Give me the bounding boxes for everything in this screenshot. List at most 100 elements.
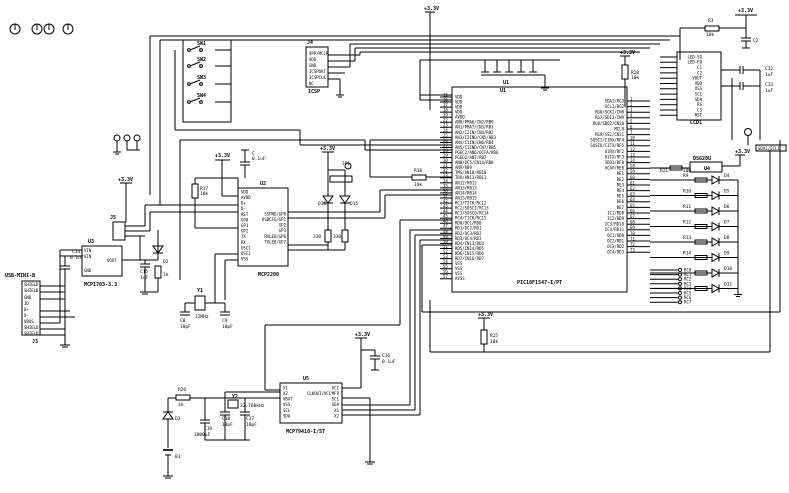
mcu-left-pin-name: VDD: [455, 94, 463, 99]
rtc-supply-label: +3.3V: [355, 332, 370, 338]
u5-left-pin: X2: [283, 391, 288, 396]
u2-left-pin: AVDD: [241, 195, 251, 200]
mcu-u1: PIC18F1547-I/PT U1: [451, 80, 628, 293]
mcu-mclr-pullup: +3.3V R20 10k: [620, 50, 639, 107]
u2-left-pin: RX: [241, 240, 246, 245]
top-supply: +3.3V: [424, 6, 439, 110]
mcu-left-pin-name: RD2/OC3/RD2: [455, 231, 482, 236]
u2-left-pin: GP0: [241, 217, 249, 222]
r17-val: 10k: [200, 191, 208, 197]
c1-ref: C2: [753, 38, 759, 44]
u2-left-pin: GP1: [241, 223, 249, 228]
led-resistor-ref: R11: [683, 204, 691, 210]
rc-pin-pad: [677, 277, 683, 282]
rc-pin-pad: [677, 300, 683, 305]
lcd-pin-name: C1: [697, 65, 702, 70]
u2-supply: +3.3V: [215, 153, 230, 159]
mcu-right-pin-num: 6: [630, 124, 633, 129]
mcu-left-pin-num: 33: [443, 173, 448, 178]
u2-right-pin: TXLED/GP7: [264, 239, 286, 244]
y1-val: 12MHz: [195, 314, 209, 320]
mcu-right-pin-num: 12: [630, 147, 635, 152]
mcu-left-pin-name: AN14/RB14: [455, 190, 477, 195]
mcu-right-pin-name: SOSCO/C1TX/RF5: [590, 143, 624, 148]
u5-left-pin: X1: [283, 385, 288, 390]
icsp-pin-4: ICSPDAT: [309, 69, 326, 74]
rc-pin-label: RC1: [684, 272, 692, 277]
icsp-pin-5: ICSPCLK: [309, 75, 326, 80]
mcu-right-pin-num: 58: [630, 164, 635, 169]
rc-pin-label: RC4: [684, 286, 692, 291]
led-diode: [711, 283, 721, 294]
mcu-left-pin-name: VDD: [455, 105, 463, 110]
u2-ref: U2: [260, 181, 266, 187]
c16-val: 0.1uF: [382, 359, 396, 365]
u3-pin-vin2: VIN: [84, 254, 92, 259]
lcd-caps: C12 1uF C13 1uF: [721, 66, 773, 140]
led-resistor-ref: R10: [683, 189, 691, 195]
led-diode: [711, 221, 721, 232]
mcu-right-pin-name: RE7: [617, 205, 625, 210]
mcu-decoupling: U1: [419, 59, 560, 101]
led-ref: D7: [724, 220, 730, 226]
mcu-right-pin-num: 67: [630, 214, 635, 219]
u5-left-pin: VSS: [283, 402, 291, 407]
temp-supply: +3.3V: [735, 149, 750, 155]
mcu-left-pin-name: VSS: [455, 266, 463, 271]
led-supply: +3.3V: [320, 146, 335, 152]
icsp-pin-1: VPP/MCLR: [309, 51, 329, 56]
r18-val: 10k: [414, 182, 422, 188]
u5-part: MCP79410-I/ST: [286, 429, 325, 435]
usb-pin-4: ID: [24, 301, 29, 306]
temp-part: DS620U: [693, 156, 711, 162]
led-resistor: [694, 193, 708, 198]
mcu-right-pin-name: RE1: [617, 171, 625, 176]
u5-left-pin: VBAT: [283, 397, 293, 402]
mcu-right-pin-name: IC3/RD10: [605, 222, 625, 227]
rtc-i2c-wires: [264, 219, 452, 416]
mcu-right-pin-num: 71: [630, 236, 635, 241]
y2-ref: Y2: [232, 394, 238, 400]
switch-sw2: SW2: [187, 57, 206, 68]
icsp-pin-6: NC: [309, 81, 314, 86]
mcu-right-pin-name: RG6/SCK2/CN8: [595, 110, 624, 115]
c8-val: 18pF: [180, 324, 191, 330]
c15-val: 1uF: [140, 275, 148, 281]
mcu-left-pin-name: VDD: [455, 110, 463, 115]
r21-val: 100: [683, 168, 691, 174]
mcu-right-pin-num: 60: [630, 175, 635, 180]
mcu-left-pin-name: RD7/CN16/RD7: [455, 256, 484, 261]
mcu-left-pin-name: AN3/C2IND/CN5/RB3: [455, 135, 497, 140]
mcu-right-pin-name: SCL1/RG2: [605, 104, 625, 109]
c12-ref: C12: [765, 66, 773, 72]
usb-pin-2: SHIELD: [24, 288, 39, 293]
u3-part: MCP1703-3.3: [84, 282, 117, 288]
mcu-left-pin-num: 31: [443, 163, 448, 168]
lcd-pin-name: C2: [697, 70, 702, 75]
mcu-left-pin-num: 23: [443, 123, 448, 128]
mcu-right-pin-num: 4: [630, 113, 633, 118]
mcu-right-pin-name: RE4: [617, 188, 625, 193]
mcu-right-pin-num: 11: [630, 141, 635, 146]
u2-left-pin: VDD: [241, 189, 249, 194]
mcu-right-pin-num: 62: [630, 186, 635, 191]
r18-ref: R18: [414, 168, 422, 174]
mcu-right-pin-name: MCLR: [614, 126, 624, 131]
d16-ref: D16: [318, 201, 326, 207]
mcu-left-pin-num: 51: [443, 244, 448, 249]
r25-supply: +3.3V: [478, 312, 493, 318]
mcu-right-pin-name: OC3/RD2: [607, 244, 624, 249]
lcd-pin-name: LED-FD: [688, 60, 703, 65]
mcu-left-pin-name: RD4/CN13/RD4: [455, 241, 484, 246]
mcu-left-pin-num: 56: [443, 269, 448, 274]
u5-left-pin: SCL: [283, 408, 291, 413]
header-j5: J5: [110, 204, 238, 241]
u5-extra: CLKOUT/VCC: [307, 391, 332, 396]
led-resistor-ref: R9: [683, 173, 689, 179]
mcu-right-pin-name: OC4/RD3: [607, 250, 624, 255]
mcu-right-pin-name: RE6: [617, 199, 625, 204]
mcu-left-pin-name: AN5/C1IND/CN7/RB5: [455, 145, 497, 150]
c14-val: 0.1uF: [70, 255, 84, 261]
